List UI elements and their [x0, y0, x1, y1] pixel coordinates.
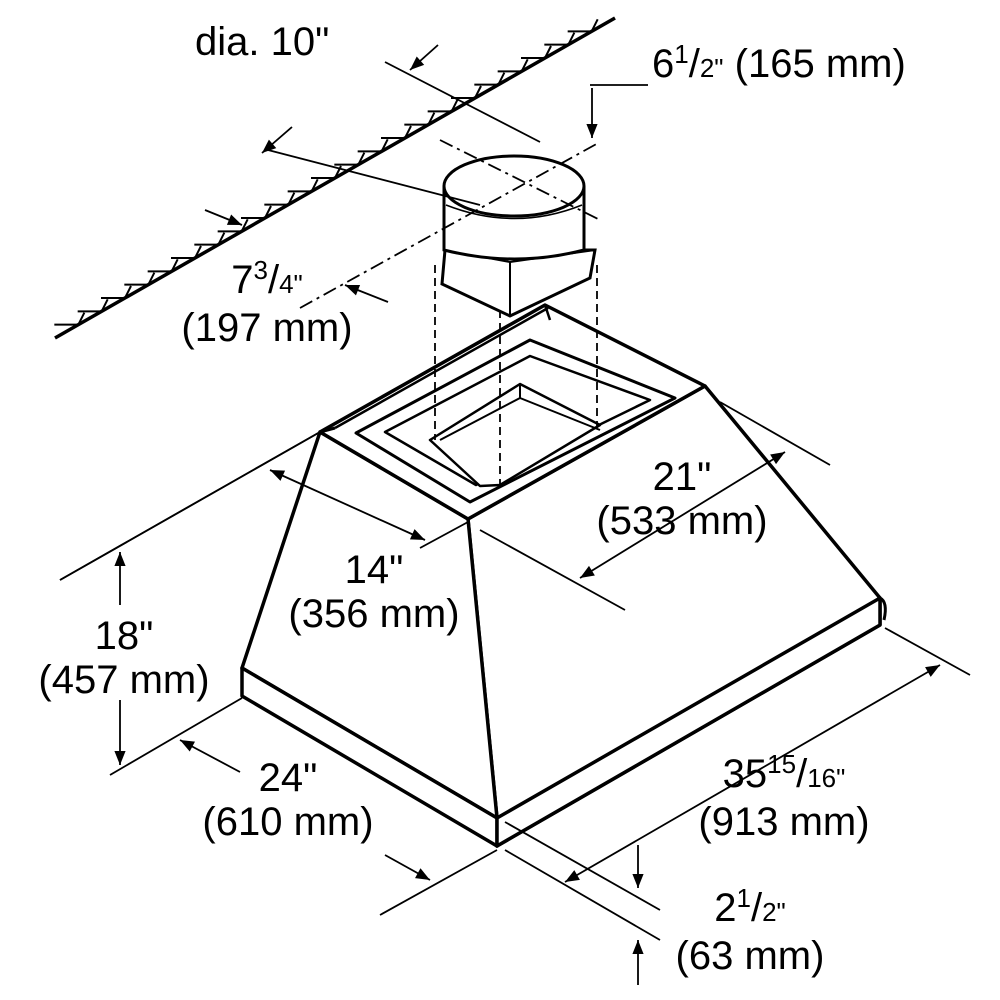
- label-offset-front: 61/2" (165 mm): [652, 39, 906, 86]
- width-metric: (913 mm): [698, 800, 870, 844]
- centerlines: [299, 139, 601, 490]
- offset-wall-den: 4": [279, 269, 303, 299]
- width-whole: 35: [722, 752, 768, 796]
- offset-wall-whole: 7: [231, 258, 254, 302]
- label-top-width: 21" (533 mm): [580, 455, 784, 543]
- ceiling-hatch-tick: [240, 218, 249, 232]
- offset-front-den: 2": [699, 53, 724, 83]
- offset-front-num: 1: [674, 39, 689, 69]
- ceiling-hatch-tick: [520, 58, 529, 72]
- ceiling-hatch-tick: [404, 125, 412, 139]
- ceiling-hatching: [54, 18, 599, 326]
- dimension-lines: [59, 44, 971, 985]
- ceiling-hatch-tick: [147, 272, 156, 286]
- rim-height-den: 2": [762, 897, 786, 927]
- label-width: 3515/16" (913 mm): [682, 749, 886, 844]
- duct: [440, 154, 597, 318]
- label-top-depth: 14" (356 mm): [272, 548, 476, 636]
- offset-front-whole: 6: [652, 42, 675, 86]
- width-num: 15: [767, 749, 797, 779]
- ceiling-hatch-tick: [544, 45, 552, 59]
- ceiling-hatch-tick: [380, 138, 389, 152]
- ceiling-hatch-tick: [287, 192, 296, 206]
- ceiling-hatch-tick: [450, 98, 459, 112]
- offset-front-metric: (165 mm): [734, 42, 906, 86]
- depth-metric: (610 mm): [202, 800, 374, 844]
- ceiling-hatch-tick: [590, 18, 599, 32]
- label-rim-height: 21/2" (63 mm): [658, 883, 842, 978]
- ceiling-hatch-tick: [100, 298, 109, 312]
- ceiling-hatch-tick: [170, 258, 179, 272]
- top-depth-metric: (356 mm): [288, 592, 460, 636]
- label-depth: 24" (610 mm): [186, 756, 390, 844]
- ceiling-hatch-tick: [427, 112, 436, 126]
- rim-height-num: 1: [736, 883, 751, 913]
- label-offset-wall: 73/4" (197 mm): [165, 255, 369, 350]
- height-metric: (457 mm): [38, 658, 210, 702]
- rim-height-metric: (63 mm): [675, 934, 825, 978]
- ceiling-hatch-tick: [497, 72, 506, 86]
- ceiling-hatch-tick: [194, 245, 202, 259]
- ceiling-hatch-tick: [474, 85, 482, 99]
- rim-height-whole: 2: [714, 886, 737, 930]
- top-width-metric: (533 mm): [596, 499, 768, 543]
- ceiling-hatch-tick: [357, 152, 366, 166]
- top-depth-imperial: 14": [344, 548, 404, 592]
- ceiling-hatch-tick: [310, 178, 319, 192]
- ceiling-hatch-tick: [264, 205, 272, 219]
- ceiling-hatch-tick: [567, 32, 576, 46]
- depth-imperial: 24": [258, 756, 318, 800]
- label-duct-diameter: dia. 10": [195, 20, 330, 64]
- ceiling: [54, 16, 616, 340]
- ceiling-hatch-tick: [217, 232, 226, 246]
- ceiling-hatch-tick: [124, 285, 132, 299]
- top-width-imperial: 21": [652, 455, 712, 499]
- label-height: 18" (457 mm): [22, 614, 226, 702]
- ceiling-hatch-tick: [77, 312, 86, 326]
- offset-wall-num: 3: [253, 255, 268, 285]
- height-imperial: 18": [94, 614, 154, 658]
- offset-wall-metric: (197 mm): [181, 306, 353, 350]
- width-den: 16": [807, 763, 846, 793]
